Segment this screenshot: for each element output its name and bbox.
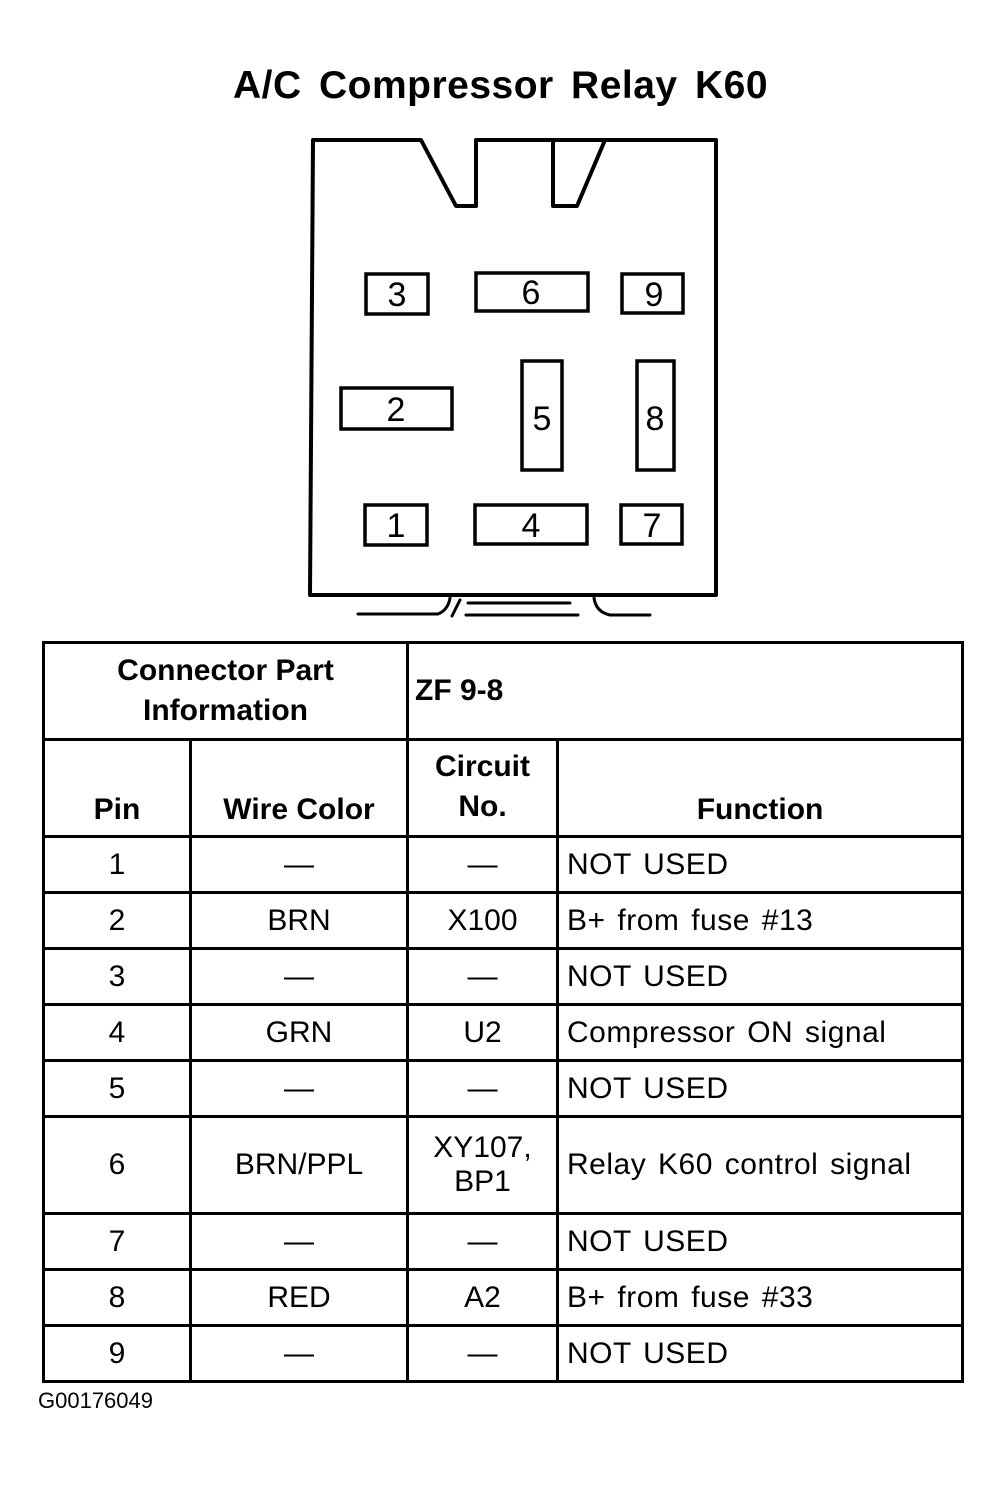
- table-row: 8 RED A2 B+ from fuse #33: [42, 1268, 965, 1327]
- circuit-cell: —: [406, 835, 560, 894]
- pin-terminal-4: 4: [473, 503, 589, 546]
- function-cell: Compressor ON signal: [556, 1003, 965, 1062]
- table-row: 3 — — NOT USED: [42, 947, 965, 1006]
- circuit-cell: X100: [406, 891, 560, 950]
- pin-terminal-label: 4: [522, 507, 541, 545]
- wire-color-cell: BRN: [188, 891, 410, 950]
- header-circuit-no: Circuit No.: [406, 738, 560, 838]
- part-info-row: Connector Part Information ZF 9-8: [41, 641, 965, 741]
- pin-cell: 3: [42, 947, 192, 1006]
- table-row: 7 — — NOT USED: [42, 1212, 965, 1271]
- pin-cell: 6: [42, 1115, 192, 1215]
- pin-cell: 2: [42, 891, 192, 950]
- wire-color-cell: BRN/PPL: [188, 1115, 410, 1215]
- function-cell: Relay K60 control signal: [556, 1115, 965, 1215]
- connector-outline: [308, 138, 718, 597]
- pin-terminal-1: 1: [363, 503, 429, 547]
- pin-terminal-3: 3: [364, 272, 430, 316]
- function-cell: B+ from fuse #33: [556, 1268, 965, 1327]
- connector-latch: [356, 596, 652, 618]
- table-row: 1 — — NOT USED: [42, 835, 965, 894]
- wire-color-cell: —: [188, 1212, 410, 1271]
- table-row: 4 GRN U2 Compressor ON signal: [42, 1003, 965, 1062]
- wire-color-cell: —: [188, 1059, 410, 1118]
- wire-color-cell: —: [188, 835, 410, 894]
- table-row: 6 BRN/PPL XY107, BP1 Relay K60 control s…: [42, 1115, 965, 1215]
- part-info-label: Connector Part Information: [41, 641, 410, 741]
- pin-terminal-6: 6: [474, 271, 590, 313]
- function-cell: NOT USED: [556, 1324, 965, 1383]
- function-cell: NOT USED: [556, 835, 965, 894]
- diagram-title: A/C Compressor Relay K60: [232, 64, 769, 107]
- wire-color-cell: —: [188, 947, 410, 1006]
- pin-terminal-7: 7: [619, 503, 684, 546]
- wire-color-cell: RED: [188, 1268, 410, 1327]
- header-wire-color: Wire Color: [188, 738, 410, 838]
- pin-terminal-label: 1: [387, 507, 406, 545]
- pin-cell: 1: [42, 835, 192, 894]
- circuit-cell: —: [406, 1324, 560, 1383]
- function-cell: B+ from fuse #13: [556, 891, 965, 950]
- header-pin: Pin: [42, 738, 192, 838]
- pin-terminal-label: 2: [387, 391, 406, 429]
- function-cell: NOT USED: [556, 1212, 965, 1271]
- circuit-cell: XY107, BP1: [406, 1115, 560, 1215]
- pin-terminal-label: 5: [533, 400, 552, 438]
- pin-cell: 9: [42, 1324, 192, 1383]
- pin-cell: 7: [42, 1212, 192, 1271]
- function-cell: NOT USED: [556, 947, 965, 1006]
- relay-connector-diagram: 3 6 9 2 5 8 1 4 7: [308, 138, 718, 618]
- pin-cell: 5: [42, 1059, 192, 1118]
- pin-cell: 8: [42, 1268, 192, 1327]
- wire-color-cell: GRN: [188, 1003, 410, 1062]
- pinout-table: Connector Part Information ZF 9-8 Pin Wi…: [41, 641, 965, 1383]
- table-row: 9 — — NOT USED: [42, 1324, 965, 1383]
- table-row: 5 — — NOT USED: [42, 1059, 965, 1118]
- pin-terminal-8: 8: [635, 359, 676, 472]
- pin-terminal-label: 7: [643, 507, 662, 545]
- pin-terminal-label: 6: [522, 274, 541, 312]
- pin-terminal-5: 5: [520, 359, 564, 472]
- wire-color-cell: —: [188, 1324, 410, 1383]
- function-cell: NOT USED: [556, 1059, 965, 1118]
- pin-terminal-label: 3: [388, 276, 407, 314]
- circuit-cell: —: [406, 947, 560, 1006]
- part-info-value: ZF 9-8: [406, 641, 965, 741]
- pin-terminal-label: 8: [646, 400, 665, 438]
- table-row: 2 BRN X100 B+ from fuse #13: [42, 891, 965, 950]
- pin-terminal-9: 9: [620, 272, 685, 315]
- header-function: Function: [556, 738, 965, 838]
- circuit-cell: U2: [406, 1003, 560, 1062]
- circuit-cell: A2: [406, 1268, 560, 1327]
- pin-terminal-2: 2: [339, 386, 454, 431]
- pin-cell: 4: [42, 1003, 192, 1062]
- pin-terminal-label: 9: [645, 276, 664, 314]
- circuit-cell: —: [406, 1059, 560, 1118]
- header-row: Pin Wire Color Circuit No. Function: [42, 738, 965, 838]
- figure-code: G00176049: [38, 1388, 153, 1413]
- circuit-cell: —: [406, 1212, 560, 1271]
